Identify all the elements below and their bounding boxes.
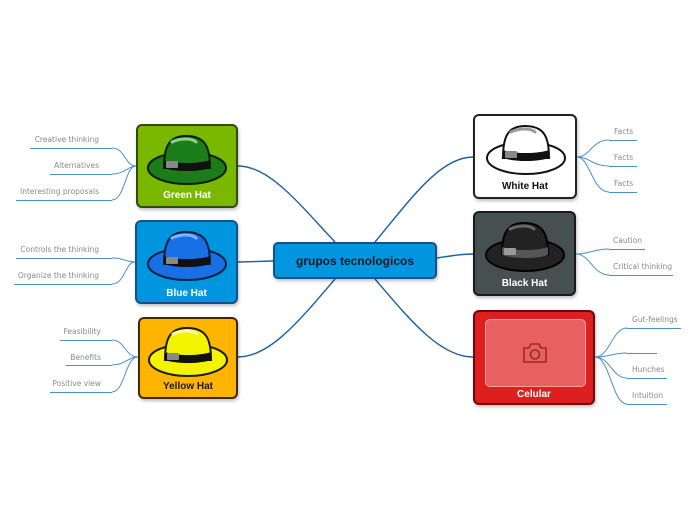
celular-label: Celular bbox=[517, 389, 551, 400]
yellow-hat-label: Yellow Hat bbox=[162, 381, 213, 392]
leaf-gut-feelings[interactable]: Gut-feelings bbox=[632, 315, 678, 324]
leaf-facts-1[interactable]: Facts bbox=[614, 127, 634, 136]
yellow-hat-icon bbox=[148, 326, 228, 377]
leaf-controls-thinking[interactable]: Controls the thinking bbox=[20, 245, 99, 254]
black-hat-icon bbox=[485, 221, 565, 272]
leaf-creative-thinking[interactable]: Creative thinking bbox=[34, 135, 99, 144]
connector-black bbox=[436, 253, 474, 259]
white-hat-label: White Hat bbox=[501, 181, 549, 192]
leaf-positive-view[interactable]: Positive view bbox=[52, 379, 101, 388]
node-white-hat[interactable]: White Hat bbox=[473, 114, 577, 199]
blue-hat-icon bbox=[147, 230, 227, 281]
leaf-interesting-proposals[interactable]: Interesting proposals bbox=[20, 187, 99, 196]
blue-hat-label: Blue Hat bbox=[166, 288, 207, 299]
black-hat-label: Black Hat bbox=[501, 278, 548, 289]
leaf-organize-thinking[interactable]: Organize the thinking bbox=[17, 271, 99, 280]
central-topic-title: grupos tecnologicos bbox=[295, 253, 414, 268]
node-celular[interactable]: Celular bbox=[473, 310, 595, 405]
leaf-intuition[interactable]: Intuition bbox=[632, 391, 664, 400]
connector-green bbox=[237, 165, 336, 243]
connector-blue bbox=[237, 260, 274, 263]
node-green-hat[interactable]: Green Hat bbox=[136, 124, 238, 208]
leaf-hunches[interactable]: Hunches bbox=[632, 365, 665, 374]
node-blue-hat[interactable]: Blue Hat bbox=[135, 220, 238, 304]
leaf-facts-2[interactable]: Facts bbox=[614, 153, 634, 162]
leaf-facts-3[interactable]: Facts bbox=[614, 179, 634, 188]
node-yellow-hat[interactable]: Yellow Hat bbox=[138, 317, 238, 399]
leaf-feasibility[interactable]: Feasibility bbox=[63, 327, 102, 336]
leaf-caution[interactable]: Caution bbox=[613, 236, 642, 245]
camera-icon bbox=[523, 343, 547, 363]
connector-celular bbox=[374, 278, 474, 358]
green-hat-label: Green Hat bbox=[163, 190, 211, 201]
green-hat-icon bbox=[147, 134, 227, 185]
node-black-hat[interactable]: Black Hat bbox=[473, 211, 576, 296]
leaf-alternatives[interactable]: Alternatives bbox=[53, 161, 99, 170]
connector-white bbox=[374, 156, 474, 243]
image-placeholder bbox=[485, 319, 586, 387]
leaf-benefits[interactable]: Benefits bbox=[70, 353, 101, 362]
central-topic[interactable]: grupos tecnologicos bbox=[273, 242, 437, 279]
white-hat-icon bbox=[486, 124, 566, 175]
connector-yellow bbox=[237, 278, 336, 358]
leaf-critical-thinking[interactable]: Critical thinking bbox=[613, 262, 673, 271]
